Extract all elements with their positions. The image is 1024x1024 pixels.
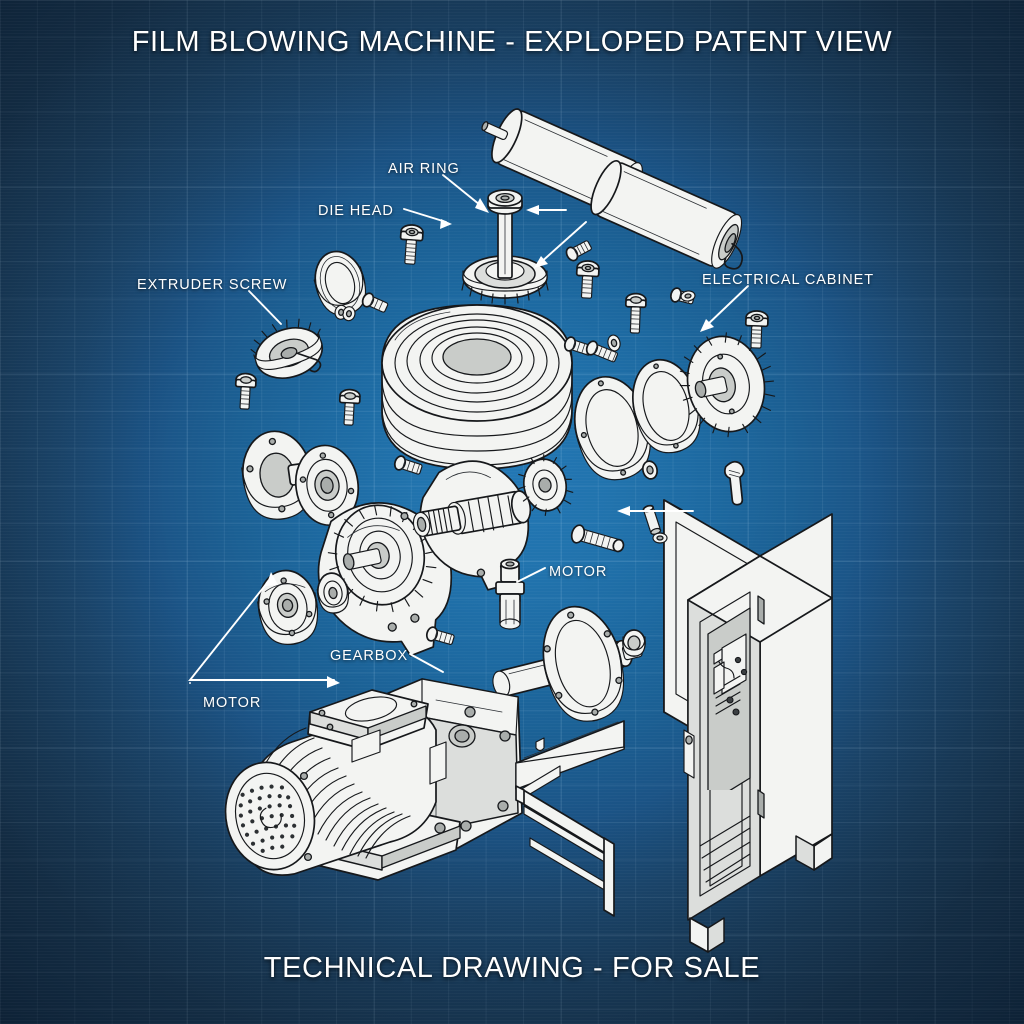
part-center-drive [412,454,574,591]
part-bearing-rings [313,250,367,316]
page-subtitle: TECHNICAL DRAWING - FOR SALE [263,952,761,984]
part-nip-roller-lower [590,159,744,270]
callout-label-motor-left: MOTOR [203,695,262,711]
part-disc-assembly [257,569,349,646]
part-fasteners [234,224,769,752]
part-die-head-coil [381,304,573,470]
part-air-ring-shaft [461,189,549,305]
callout-label-air-ring: AIR RING [388,161,460,177]
callout-label-gearbox: GEARBOX [330,648,409,664]
callout-label-electrical-cabinet: ELECTRICAL CABINET [702,272,874,288]
callout-label-die-head: DIE HEAD [318,203,394,219]
part-hub-assembly [241,430,360,526]
part-electrical-cabinet [515,499,833,953]
callout-label-extruder-screw: EXTRUDER SCREW [137,277,288,293]
callout-label-motor-right: MOTOR [549,564,608,580]
part-extruder-screw-ring [250,318,324,379]
part-gear-cluster [317,502,453,657]
callout-leaders [188,174,749,688]
part-electric-motor [224,689,461,881]
page-title: FILM BLOWING MACHINE - EXPLOPED PATENT V… [131,26,893,58]
part-drive-gear [679,332,776,438]
